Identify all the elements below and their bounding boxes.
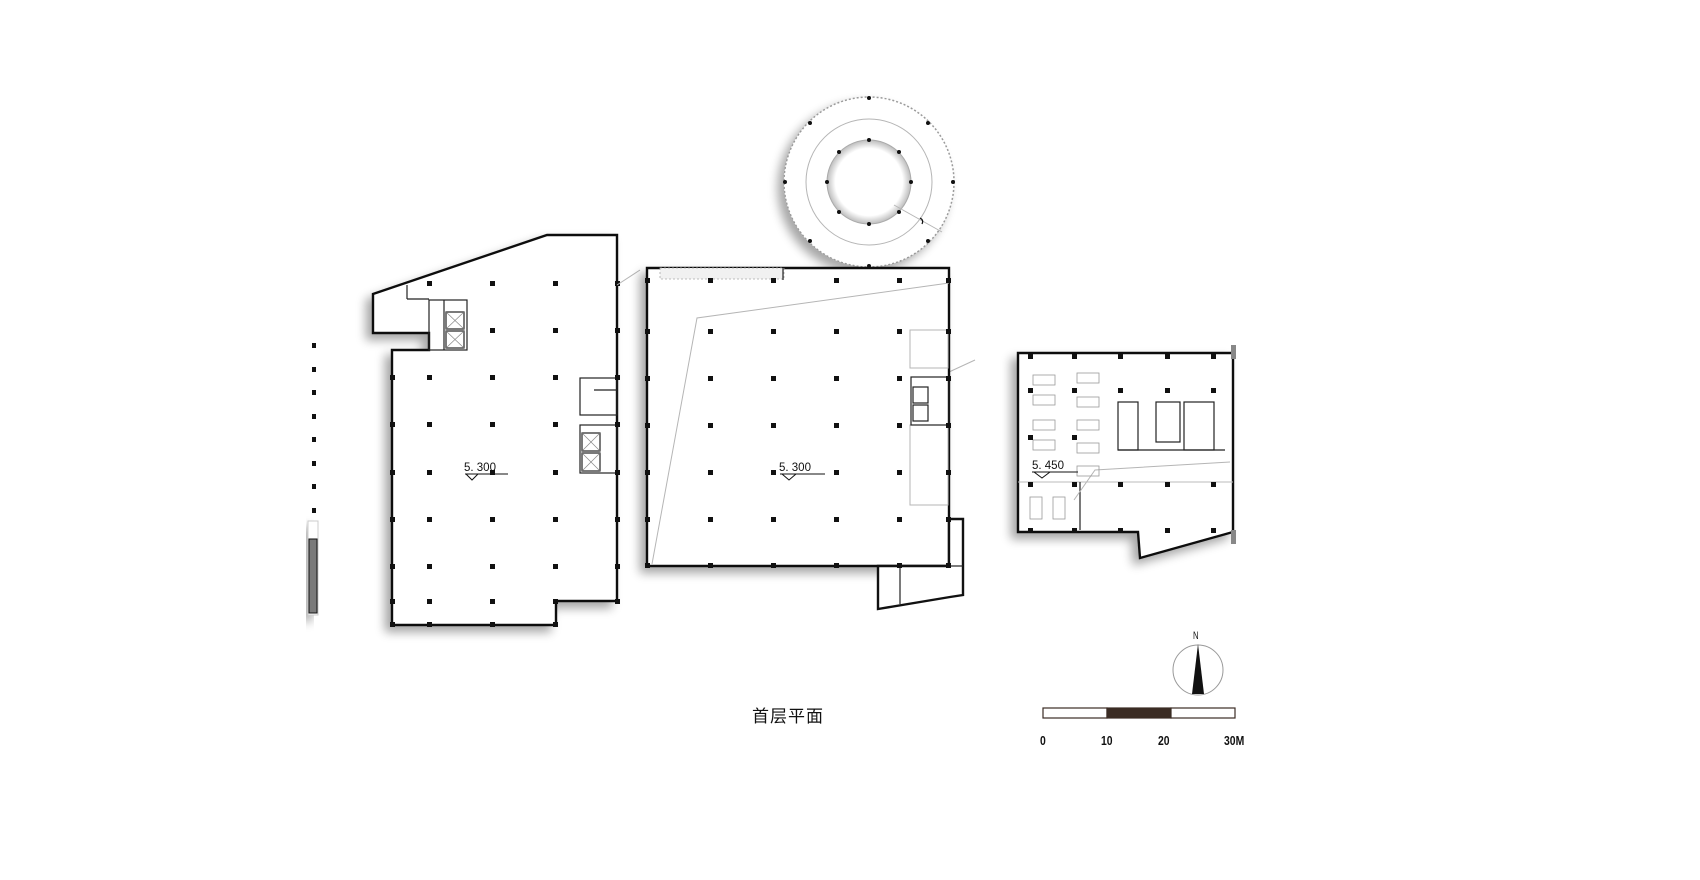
north-label: N [1193, 630, 1199, 642]
site-bollards [307, 343, 319, 616]
column-grid [390, 281, 620, 627]
round-pavilion [783, 96, 955, 268]
furniture [1029, 372, 1100, 520]
column-grid [1028, 354, 1216, 533]
scale-tick-10: 10 [1101, 733, 1113, 748]
scale-tick-20: 20 [1158, 733, 1170, 748]
elevation-label-left: 5. 300 [464, 462, 496, 474]
column-grid [645, 278, 951, 568]
elevation-label-middle: 5. 300 [779, 462, 811, 474]
scale-bar [1042, 707, 1236, 719]
right-block: 5. 450 [1016, 345, 1236, 560]
drawing-title: 首层平面 [752, 707, 824, 727]
scale-tick-0: 0 [1040, 733, 1046, 748]
scale-tick-30m: 30M [1224, 733, 1245, 748]
elevation-label-right: 5. 450 [1032, 460, 1064, 472]
north-arrow-icon [1172, 644, 1224, 696]
middle-block: 5. 300 [645, 266, 965, 611]
left-block: 5. 300 [371, 233, 620, 627]
